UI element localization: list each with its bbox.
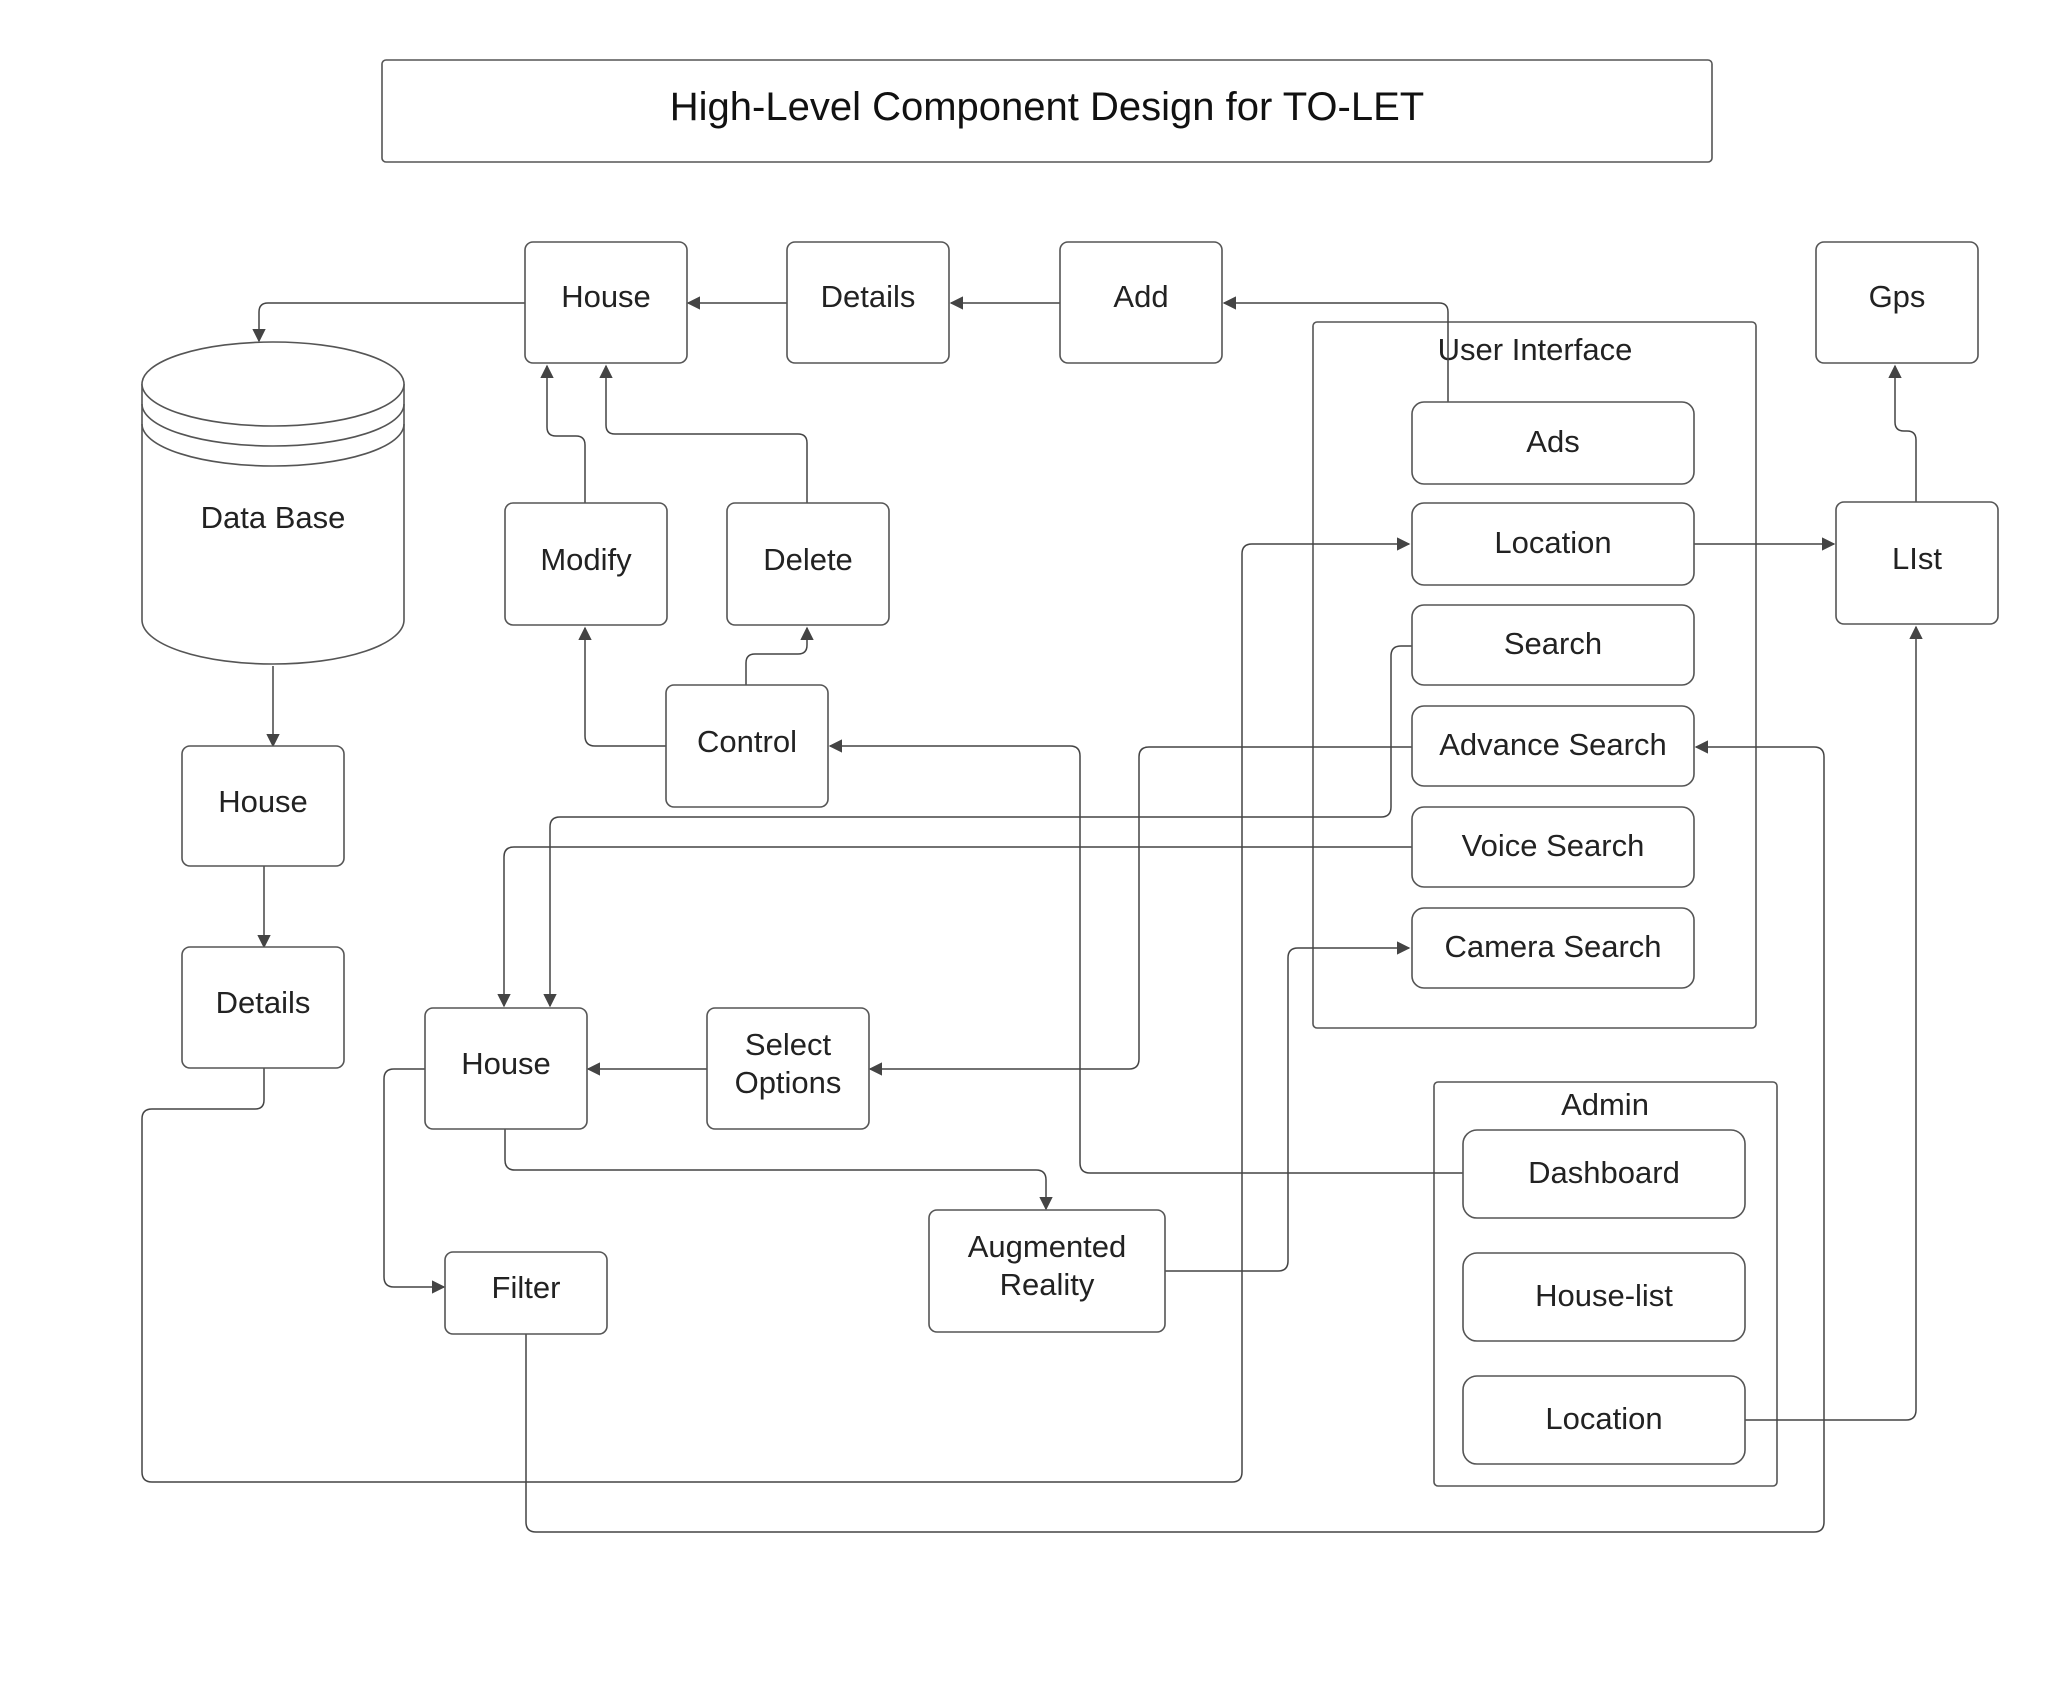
- node-filter: Filter: [444, 1251, 608, 1335]
- node-delete: Delete: [726, 502, 890, 626]
- edge-house-filter: [383, 1068, 446, 1294]
- edge-house-augmented-reality: [504, 1129, 1053, 1211]
- node-augmented-reality: Augmented Reality: [928, 1209, 1166, 1333]
- admin-location: Location: [1462, 1375, 1746, 1465]
- ui-location: Location: [1411, 502, 1695, 586]
- node-details-left: Details: [181, 946, 345, 1069]
- node-details-left-label: Details: [216, 985, 311, 1020]
- node-details-top-label: Details: [821, 279, 916, 314]
- edge-admin-location-list: [1745, 625, 1923, 1421]
- node-add-label: Add: [1113, 279, 1168, 314]
- node-modify-label: Modify: [540, 542, 632, 577]
- edge-filter-advance-search: [525, 740, 1825, 1533]
- ui-ads: Ads: [1411, 401, 1695, 485]
- node-select-options-line-2: Options: [735, 1065, 842, 1100]
- edge-control-delete: [745, 626, 814, 685]
- admin-label: Admin: [1561, 1087, 1649, 1122]
- node-list-label: LIst: [1892, 541, 1942, 576]
- edge-control-modify: [578, 626, 666, 747]
- node-details-top: Details: [786, 241, 950, 364]
- node-house-top-label: House: [561, 279, 651, 314]
- diagram-title-text: High-Level Component Design for TO-LET: [670, 85, 1424, 129]
- node-database-label: Data Base: [201, 500, 346, 535]
- admin-house-list: House-list: [1462, 1252, 1746, 1342]
- edge-list-gps: [1888, 364, 1917, 502]
- edge-modify-house: [540, 364, 586, 503]
- edge-voice-search-house: [497, 846, 1412, 1008]
- node-house-mid: House: [424, 1007, 588, 1130]
- edge-details-location: [141, 537, 1411, 1483]
- ui-search-label: Search: [1504, 626, 1602, 661]
- node-add: Add: [1059, 241, 1223, 364]
- node-gps: Gps: [1815, 241, 1979, 364]
- ui-ads-label: Ads: [1526, 424, 1579, 459]
- connectors: [141, 296, 1923, 1533]
- node-filter-label: Filter: [492, 1270, 561, 1305]
- edge-search-house: [543, 645, 1412, 1008]
- ui-advance-search: Advance Search: [1411, 705, 1695, 787]
- edge-house-database: [252, 302, 525, 343]
- node-control: Control: [665, 684, 829, 808]
- admin-dashboard: Dashboard: [1462, 1129, 1746, 1219]
- node-control-label: Control: [697, 724, 797, 759]
- node-augmented-reality-line-1: Augmented: [968, 1229, 1127, 1264]
- ui-voice-search-label: Voice Search: [1462, 828, 1645, 863]
- node-select-options: Select Options: [706, 1007, 870, 1130]
- admin-group: Admin: [1433, 1081, 1778, 1487]
- node-house-left: House: [181, 745, 345, 867]
- edge-advance-search-select-options: [868, 746, 1412, 1076]
- diagram-title: High-Level Component Design for TO-LET: [381, 59, 1713, 163]
- ui-search: Search: [1411, 604, 1695, 686]
- user-interface-label: User Interface: [1438, 332, 1633, 367]
- user-interface-group: User Interface: [1312, 321, 1757, 1029]
- edge-ads-add: [1222, 296, 1449, 402]
- edge-dashboard-control: [828, 739, 1463, 1174]
- admin-location-label: Location: [1545, 1401, 1662, 1436]
- node-augmented-reality-line-2: Reality: [1000, 1267, 1095, 1302]
- ui-camera-search-label: Camera Search: [1444, 929, 1661, 964]
- edge-augmented-reality-camera-search: [1165, 941, 1411, 1272]
- admin-house-list-label: House-list: [1535, 1278, 1673, 1313]
- admin-dashboard-label: Dashboard: [1528, 1155, 1680, 1190]
- ui-voice-search: Voice Search: [1411, 806, 1695, 888]
- ui-location-label: Location: [1494, 525, 1611, 560]
- node-modify: Modify: [504, 502, 668, 626]
- node-list: LIst: [1835, 501, 1999, 625]
- node-select-options-line-1: Select: [745, 1027, 832, 1062]
- edge-delete-house: [599, 364, 808, 503]
- node-house-mid-label: House: [461, 1046, 551, 1081]
- node-database: Data Base: [141, 341, 405, 665]
- node-house-left-label: House: [218, 784, 308, 819]
- node-delete-label: Delete: [763, 542, 853, 577]
- ui-advance-search-label: Advance Search: [1439, 727, 1666, 762]
- node-house-top: House: [524, 241, 688, 364]
- node-gps-label: Gps: [1869, 279, 1926, 314]
- ui-camera-search: Camera Search: [1411, 907, 1695, 989]
